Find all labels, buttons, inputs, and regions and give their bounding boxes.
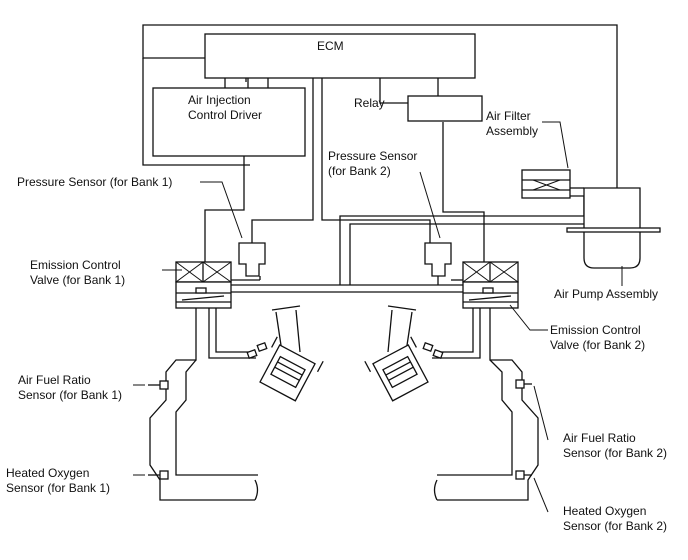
ecm-box — [204, 33, 476, 79]
air-pump-label: Air Pump Assembly — [554, 287, 659, 301]
af-sensor-bank2-label-line2: Sensor (for Bank 2) — [563, 446, 668, 460]
emission-valve-bank2-label-line2: Valve (for Bank 2) — [550, 338, 646, 352]
ho2-sensor-bank2-label-line1: Heated Oxygen — [563, 504, 647, 518]
ho2-sensor-bank1-label-line2: Sensor (for Bank 1) — [6, 481, 111, 495]
emission-valve-bank2-label-line1: Emission Control — [550, 323, 641, 337]
pressure-sensor-bank1-label: Pressure Sensor (for Bank 1) — [17, 175, 173, 189]
pressure-sensor-bank1 — [238, 242, 266, 277]
engine-cylinder-bank2 — [364, 305, 444, 402]
emission-valve-bank1-label-line1: Emission Control — [30, 258, 121, 272]
pressure-sensor-bank2-label-line1: Pressure Sensor — [328, 149, 418, 163]
af-sensor-bank1-label-line2: Sensor (for Bank 1) — [18, 388, 123, 402]
ho2-sensor-bank2-symbol — [515, 470, 532, 480]
pressure-sensor-bank2 — [424, 242, 452, 277]
air-filter-assembly — [521, 169, 585, 216]
air-hoses — [231, 215, 567, 293]
emission-control-valve-bank1 — [175, 261, 232, 309]
air-injection-driver-box — [152, 87, 306, 157]
ho2-sensor-bank2-label-line2: Sensor (for Bank 2) — [563, 519, 668, 533]
relay-label: Relay — [354, 96, 385, 110]
af-sensor-bank1-label-line1: Air Fuel Ratio — [18, 373, 91, 387]
ecm-label: ECM — [317, 39, 344, 53]
air-pump-assembly — [566, 187, 661, 269]
air-filter-label-line2: Assembly — [486, 124, 539, 138]
leader-lines — [133, 102, 623, 513]
af-sensor-bank2-label-line1: Air Fuel Ratio — [563, 431, 636, 445]
air-injection-driver-label-line2: Control Driver — [188, 108, 263, 122]
af-sensor-bank2-symbol — [515, 379, 532, 389]
emission-control-valve-bank2 — [462, 261, 519, 309]
emission-valve-bank1-label-line2: Valve (for Bank 1) — [30, 273, 126, 287]
exhaust-manifold-bank2 — [432, 308, 539, 501]
wiring-harness — [142, 24, 618, 262]
air-injection-driver-label-line1: Air Injection — [188, 93, 251, 107]
engine-cylinder-bank1 — [246, 305, 324, 402]
exhaust-manifold-bank1 — [149, 308, 259, 501]
air-filter-label-line1: Air Filter — [486, 109, 531, 123]
ho2-sensor-bank1-symbol — [148, 470, 169, 480]
pressure-sensor-bank2-label-line2: (for Bank 2) — [328, 164, 391, 178]
af-sensor-bank1-symbol — [148, 380, 169, 390]
relay-box — [407, 95, 483, 122]
ho2-sensor-bank1-label-line1: Heated Oxygen — [6, 466, 90, 480]
